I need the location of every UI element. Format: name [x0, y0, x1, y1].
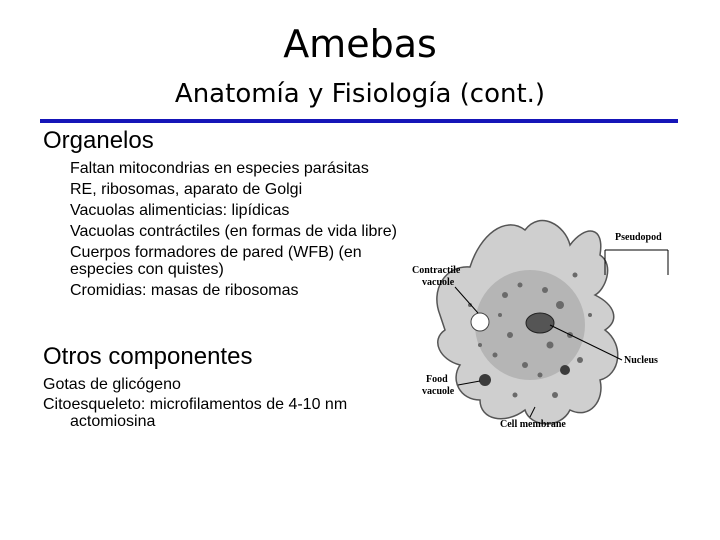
membrane-leader: [529, 406, 536, 418]
section-heading-otros: Otros componentes: [43, 343, 253, 370]
label-nucleus: Nucleus: [624, 355, 658, 366]
list-item: RE, ribosomas, aparato de Golgi: [70, 181, 303, 198]
section-heading-organelos: Organelos: [43, 127, 154, 154]
list-item: Vacuolas contráctiles (en formas de vida…: [70, 223, 397, 240]
otros-list: Gotas de glicógeno Citoesqueleto: microf…: [43, 376, 403, 433]
list-item: Gotas de glicógeno: [43, 376, 181, 393]
list-item: Faltan mitocondrias en especies parásita…: [70, 160, 369, 177]
organelos-list: Faltan mitocondrias en especies parásita…: [70, 160, 400, 303]
list-item: Vacuolas alimenticias: lipídicas: [70, 202, 290, 219]
list-item: Cuerpos formadores de pared (WFB) (en es…: [70, 244, 362, 278]
nucleus: [525, 312, 555, 334]
amoeba-diagram: Pseudopod Contractile vacuole Nucleus Fo…: [412, 219, 669, 430]
contractile-leader: [454, 286, 479, 314]
label-food-1: Food: [426, 374, 448, 385]
title-divider: [40, 119, 678, 123]
label-contractile-2: vacuole: [422, 277, 455, 288]
list-item: Cromidias: masas de ribosomas: [70, 282, 299, 299]
label-pseudopod: Pseudopod: [615, 232, 662, 243]
food-vacuole: [479, 374, 491, 386]
contractile-vacuole: [470, 312, 490, 332]
slide-subtitle: Anatomía y Fisiología (cont.): [174, 79, 546, 109]
list-item: Citoesqueleto: microfilamentos de 4-10 n…: [43, 396, 348, 430]
food-vacuole: [560, 365, 570, 375]
nucleus-leader: [549, 324, 623, 361]
label-cell-membrane: Cell membrane: [500, 419, 566, 430]
granules: [468, 272, 592, 398]
food-leader: [457, 380, 481, 386]
label-food-2: vacuole: [422, 386, 455, 397]
slide-title: Amebas: [283, 22, 437, 66]
label-contractile-1: Contractile: [412, 265, 461, 276]
